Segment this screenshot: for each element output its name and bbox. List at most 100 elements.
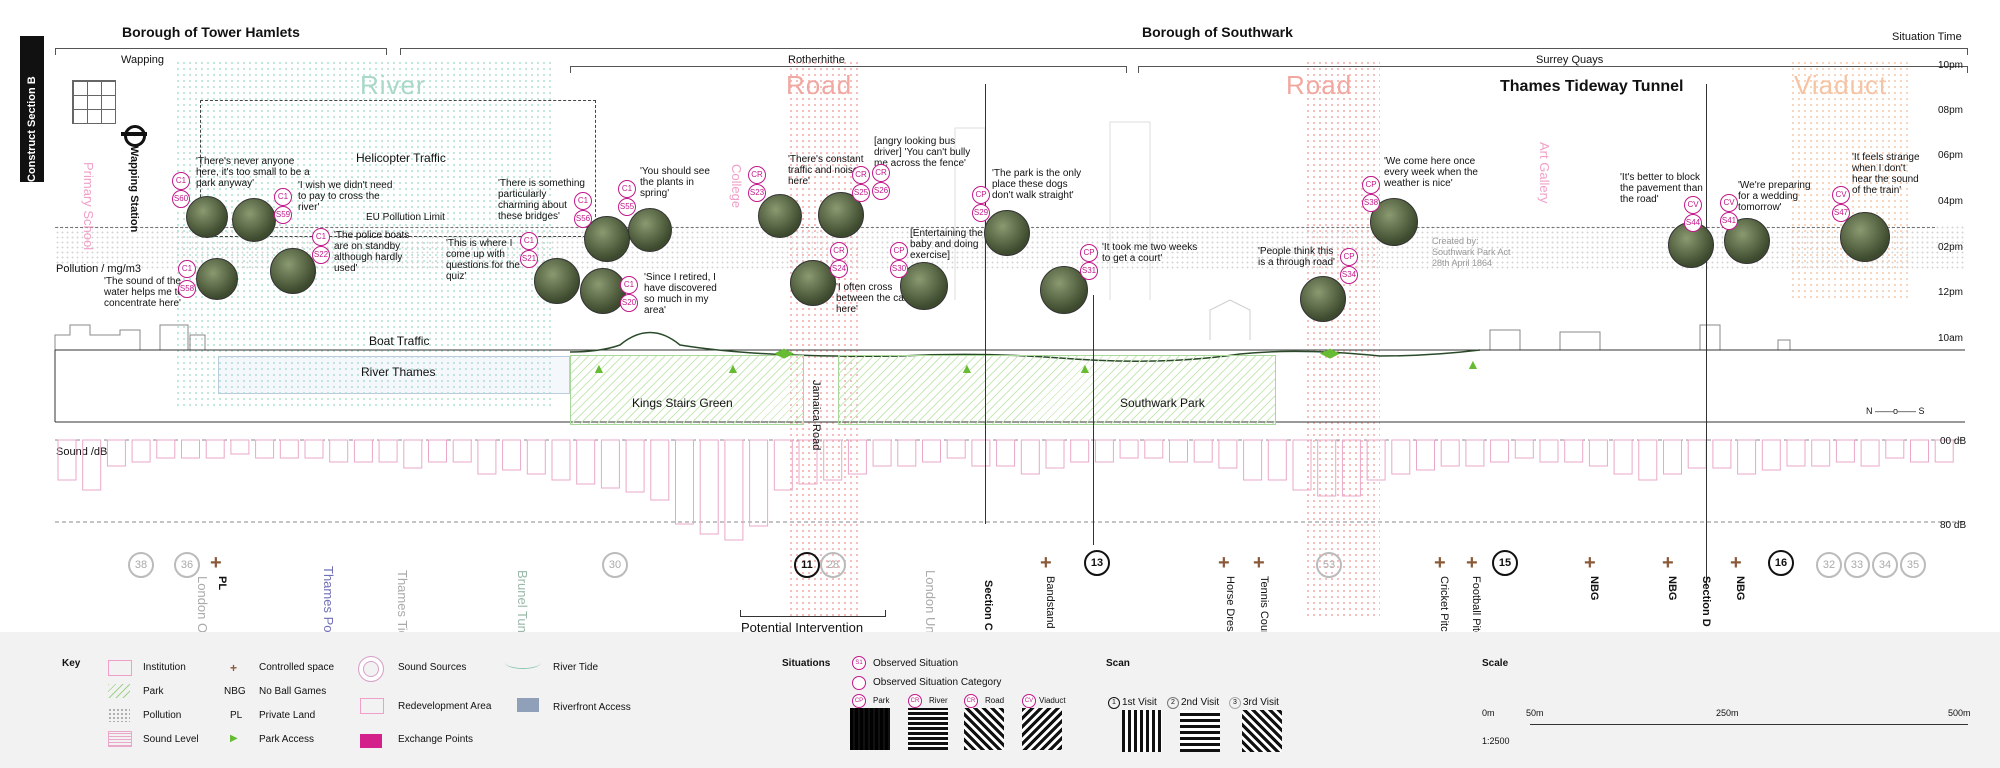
sound-bar bbox=[526, 439, 546, 475]
qr-code-visit-2[interactable] bbox=[1180, 710, 1220, 752]
quote: [angry looking bus driver] 'You can't bu… bbox=[874, 136, 971, 169]
sound-bar bbox=[1811, 439, 1831, 467]
situation-photo[interactable] bbox=[758, 194, 802, 238]
sound-bar bbox=[57, 439, 77, 481]
marker[interactable]: 32 bbox=[1816, 552, 1842, 578]
marker[interactable]: 35 bbox=[1900, 552, 1926, 578]
sound-bar bbox=[1144, 439, 1164, 459]
sound-bar bbox=[428, 439, 447, 463]
situation-tag: S44 bbox=[1684, 214, 1702, 232]
bracket-surrey bbox=[1138, 66, 1968, 73]
situation-photo[interactable] bbox=[1840, 212, 1890, 262]
theme-road-2: Road bbox=[1286, 70, 1353, 100]
sound-bar bbox=[551, 439, 571, 481]
sound-bar bbox=[650, 439, 670, 501]
theme-viaduct: Viaduct bbox=[1794, 70, 1888, 100]
park-access-icon: ▶ bbox=[230, 733, 238, 744]
qr-code-visit-1[interactable] bbox=[1122, 710, 1162, 752]
situation-photo[interactable] bbox=[790, 260, 836, 306]
situation-tag: C1 bbox=[312, 228, 330, 246]
marker[interactable]: 28 bbox=[820, 552, 846, 578]
key-label: River Tide bbox=[553, 662, 599, 673]
marker[interactable]: 34 bbox=[1872, 552, 1898, 578]
sound-bar bbox=[106, 439, 126, 467]
area-wapping: Wapping bbox=[121, 54, 165, 66]
quote: 'The police boats are on standby althoug… bbox=[334, 230, 410, 274]
situation-tag: S20 bbox=[620, 294, 638, 312]
time-tick: 02pm bbox=[1938, 242, 1964, 253]
situation-tag: S59 bbox=[274, 206, 292, 224]
marker[interactable]: 16 bbox=[1768, 550, 1794, 576]
situation-tag: CP bbox=[1080, 244, 1098, 262]
borough-right: Borough of Southwark bbox=[1142, 24, 1293, 40]
visit-2: 2nd Visit bbox=[1181, 697, 1220, 708]
quote: 'Since I retired, I have discovered so m… bbox=[644, 272, 717, 316]
pollution-label: Pollution / mg/m3 bbox=[56, 263, 141, 275]
situation-tag: S26 bbox=[872, 182, 890, 200]
sound-bar bbox=[625, 439, 645, 493]
river-thames-label: River Thames bbox=[361, 365, 436, 379]
key-label: Private Land bbox=[259, 710, 316, 721]
label-nbg: NBG bbox=[1734, 576, 1746, 601]
marker[interactable]: 38 bbox=[128, 552, 154, 578]
quote: 'There is something particularly charmin… bbox=[498, 178, 585, 222]
situation-photo[interactable] bbox=[1300, 276, 1346, 322]
sound-bar bbox=[1218, 439, 1238, 469]
eu-limit-label: EU Pollution Limit bbox=[366, 212, 445, 223]
sound-bar bbox=[1910, 439, 1929, 463]
marker[interactable]: 15 bbox=[1492, 550, 1518, 576]
southwark-park-label: Southwark Park bbox=[1120, 396, 1205, 410]
park-access-icon: ▲ bbox=[1078, 360, 1092, 376]
marker[interactable]: 13 bbox=[1084, 550, 1110, 576]
park-swatch bbox=[108, 684, 130, 698]
situation-tag: C1 bbox=[178, 260, 196, 278]
key-title: Key bbox=[62, 658, 81, 669]
marker[interactable]: 36 bbox=[174, 552, 200, 578]
potential-intervention-label: Potential Intervention bbox=[741, 620, 864, 635]
qr-code-river[interactable] bbox=[908, 708, 948, 750]
quote: 'The park is the only place these dogs d… bbox=[992, 168, 1082, 201]
situation-photo[interactable] bbox=[186, 196, 228, 238]
sound-bar bbox=[1119, 439, 1139, 459]
sound-bar bbox=[502, 439, 522, 471]
time-tick: 04pm bbox=[1938, 196, 1964, 207]
park-access-icon: ▲ bbox=[592, 360, 606, 376]
situation-photo[interactable] bbox=[196, 258, 238, 300]
situation-photo[interactable] bbox=[984, 210, 1030, 256]
key-label: Institution bbox=[143, 662, 186, 673]
qr-code-road[interactable] bbox=[964, 708, 1004, 750]
situation-photo[interactable] bbox=[900, 262, 948, 310]
marker[interactable]: 33 bbox=[1844, 552, 1870, 578]
situation-tag: S30 bbox=[890, 260, 908, 278]
situation-tag: C1 bbox=[172, 172, 190, 190]
situation-tag: CV bbox=[1832, 186, 1850, 204]
bracket-wapping bbox=[55, 48, 387, 55]
qr-code-visit-3[interactable] bbox=[1242, 710, 1282, 752]
sound-source-icon bbox=[358, 656, 384, 682]
situation-tag: S31 bbox=[1080, 262, 1098, 280]
key-label: Sound Level bbox=[143, 734, 199, 745]
bracket-southwark bbox=[400, 48, 1968, 55]
situation-photo[interactable] bbox=[232, 198, 276, 242]
nbg-code: NBG bbox=[224, 686, 246, 697]
qr-code-park[interactable] bbox=[850, 708, 890, 750]
situation-photo[interactable] bbox=[628, 208, 672, 252]
scale-tick: 500m bbox=[1948, 708, 1971, 718]
situation-photo[interactable] bbox=[534, 258, 580, 304]
situation-photo[interactable] bbox=[270, 248, 316, 294]
helicopter-zone bbox=[200, 100, 596, 237]
qr-code-viaduct[interactable] bbox=[1022, 708, 1062, 750]
controlled-space-icon: + bbox=[1218, 552, 1230, 574]
marker[interactable]: 30 bbox=[602, 552, 628, 578]
sound-bar bbox=[1070, 439, 1090, 463]
situation-photo[interactable] bbox=[580, 268, 626, 314]
helicopter-label: Helicopter Traffic bbox=[356, 151, 446, 165]
sound-bar bbox=[477, 439, 497, 475]
marker[interactable]: 11 bbox=[794, 552, 820, 578]
marker[interactable]: 53 bbox=[1316, 552, 1342, 578]
sound-bar bbox=[1761, 439, 1781, 471]
sound-bar bbox=[773, 439, 793, 491]
situation-tag: S21 bbox=[520, 250, 538, 268]
time-tick: 10am bbox=[1938, 333, 1964, 344]
label-pl: PL bbox=[216, 576, 228, 591]
